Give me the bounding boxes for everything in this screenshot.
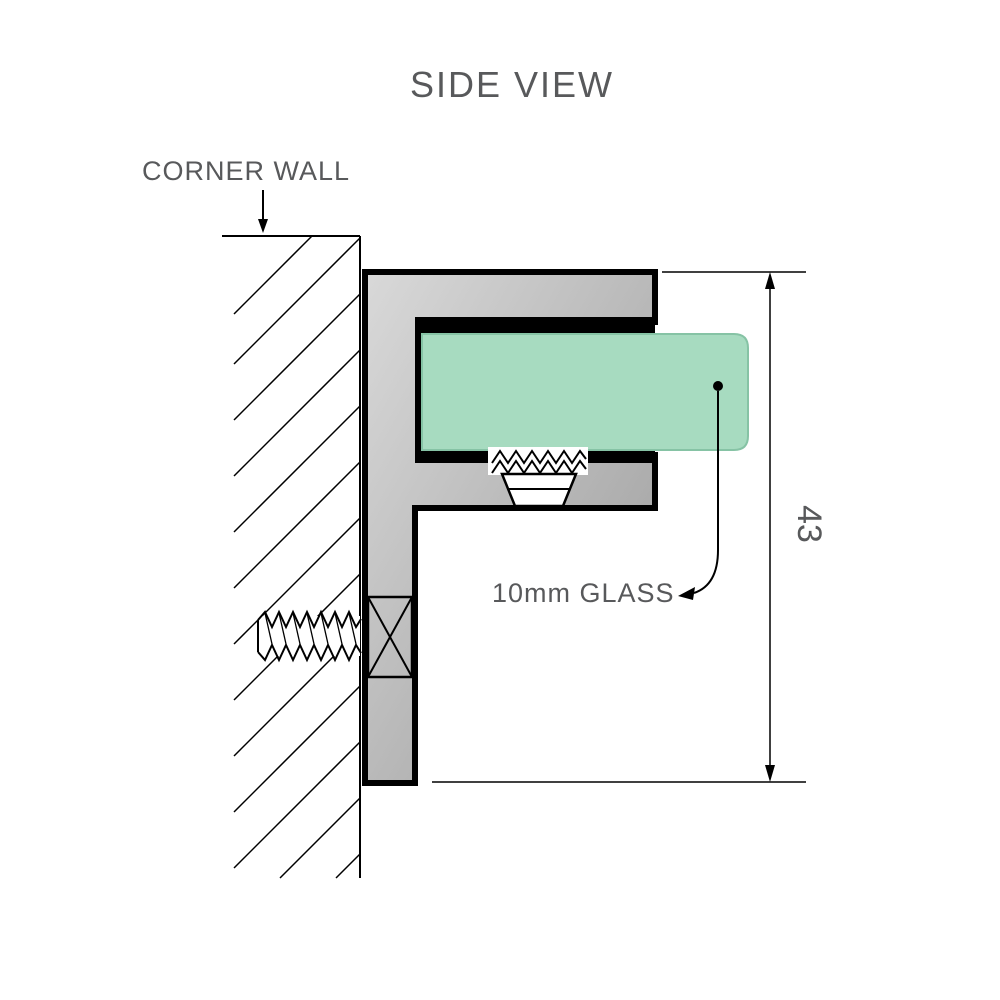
diagram-title: SIDE VIEW — [410, 64, 614, 105]
dimension-label: 43 — [790, 505, 828, 543]
screw-thread-top — [257, 609, 362, 630]
screw-head — [366, 595, 414, 679]
thread-flank — [348, 612, 357, 645]
glass-leader-arrowhead — [678, 587, 695, 600]
thread-flank — [264, 612, 273, 645]
hatch-line — [233, 461, 361, 589]
dimension-arrowhead-top — [765, 272, 775, 289]
dimension-43: 43 — [432, 271, 828, 783]
screw-head-cross-2 — [367, 596, 413, 678]
hatch-line — [233, 349, 361, 477]
hatch-line — [233, 293, 361, 421]
glass-leader-line — [693, 391, 719, 594]
hatch-line — [233, 517, 361, 645]
grub-screw-thread-top — [491, 449, 587, 465]
hatch-line — [233, 237, 361, 365]
hatch-line — [233, 685, 361, 813]
corner-wall-label: CORNER WALL — [142, 156, 350, 186]
grub-screw — [488, 447, 588, 508]
thread-flank — [306, 612, 315, 645]
screw-thread-bottom — [257, 642, 362, 663]
corner-wall-annotation: CORNER WALL — [142, 156, 350, 233]
hatch-line — [335, 853, 361, 879]
glass-label: 10mm GLASS — [492, 578, 675, 608]
thread-flank — [320, 612, 329, 645]
hatch-line — [279, 797, 361, 879]
corner-wall-arrowhead — [258, 219, 268, 233]
thread-flank — [292, 612, 301, 645]
mounting-screw — [257, 595, 414, 679]
screw-thread-flanks — [264, 612, 357, 645]
glass-body — [421, 333, 749, 451]
glass-leader-dot — [713, 381, 723, 391]
wall-hatching — [233, 235, 361, 879]
dimension-arrowhead-bottom — [765, 765, 775, 782]
hatch-line — [233, 235, 313, 315]
thread-flank — [278, 612, 287, 645]
thread-flank — [334, 612, 343, 645]
hatch-line — [233, 405, 361, 533]
hatch-line — [233, 741, 361, 869]
glass-panel — [421, 333, 749, 451]
wall — [222, 235, 361, 879]
glass-annotation: 10mm GLASS — [492, 381, 723, 608]
